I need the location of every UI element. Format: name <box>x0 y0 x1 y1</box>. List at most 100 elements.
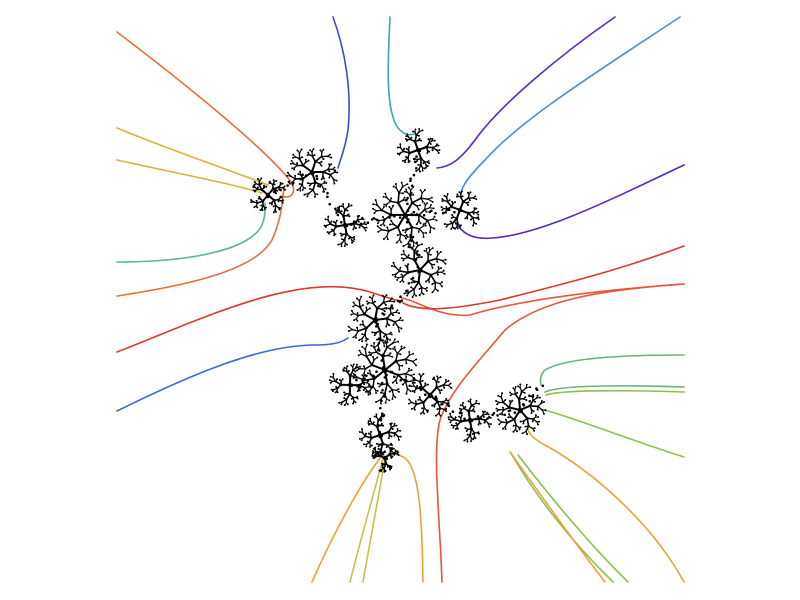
julia-dot <box>405 135 408 138</box>
julia-branch <box>396 348 402 355</box>
julia-dot <box>369 386 372 389</box>
julia-dot <box>470 440 472 442</box>
julia-dot <box>472 437 475 440</box>
julia-dot <box>467 400 470 403</box>
julia-branch <box>423 207 431 211</box>
julia-dot <box>356 369 358 372</box>
external-ray <box>349 457 384 583</box>
julia-dot <box>538 420 540 423</box>
julia-dot <box>275 211 277 213</box>
julia-dot <box>530 412 533 414</box>
julia-dot <box>437 266 440 269</box>
julia-dot <box>388 399 391 402</box>
julia-branch <box>386 317 396 323</box>
julia-dot <box>415 358 418 361</box>
julia-dot <box>350 398 353 400</box>
julia-dot <box>405 362 408 365</box>
julia-dot <box>436 408 439 411</box>
julia-dot <box>402 192 404 195</box>
julia-dot <box>447 405 450 407</box>
julia-dot <box>421 200 424 203</box>
julia-dot <box>294 174 296 177</box>
julia-dot <box>407 161 410 164</box>
julia-dot <box>427 160 430 163</box>
julia-dot <box>426 202 428 205</box>
julia-dot <box>463 439 466 442</box>
julia-dot <box>304 187 306 190</box>
julia-branch <box>378 218 386 222</box>
julia-dot <box>488 425 491 428</box>
julia-dot <box>393 454 396 456</box>
julia-dot <box>404 161 406 164</box>
julia-dot <box>422 162 425 165</box>
julia-dot <box>328 232 330 235</box>
julia-dot <box>333 221 335 223</box>
julia-dot <box>388 324 390 327</box>
julia-dot <box>292 153 295 156</box>
julia-branch <box>397 201 406 216</box>
julia-dot <box>391 355 393 358</box>
julia-dot <box>406 196 409 200</box>
julia-dot <box>472 224 474 227</box>
julia-branch <box>298 157 304 167</box>
julia-dot <box>265 206 267 209</box>
julia-dot <box>426 165 429 168</box>
julia-dot <box>467 417 473 423</box>
julia-dot <box>441 209 443 211</box>
julia-dot <box>354 374 357 376</box>
julia-dot <box>411 296 414 298</box>
julia-dot <box>445 408 447 410</box>
julia-dot <box>462 402 464 404</box>
julia-dot <box>307 182 309 185</box>
external-rays-group <box>116 16 685 583</box>
julia-dot <box>404 231 407 234</box>
julia-dot <box>393 423 396 425</box>
external-ray <box>116 285 403 353</box>
julia-dot <box>388 307 390 310</box>
julia-dot <box>509 394 512 397</box>
julia-dot <box>395 241 398 244</box>
julia-dot <box>365 339 367 342</box>
julia-dot <box>427 392 433 398</box>
julia-dot <box>384 470 387 472</box>
julia-branch <box>396 214 406 229</box>
julia-dot <box>475 207 478 210</box>
julia-dot <box>299 170 301 173</box>
julia-dot <box>358 215 361 217</box>
julia-dot <box>398 439 400 441</box>
julia-dot <box>399 143 402 146</box>
julia-dot <box>367 422 370 424</box>
external-ray <box>402 245 685 310</box>
julia-dot <box>334 207 337 211</box>
julia-dot <box>403 346 406 349</box>
julia-branch <box>357 313 366 317</box>
julia-dot <box>347 382 353 388</box>
julia-dot <box>263 184 265 187</box>
julia-dot <box>389 468 391 471</box>
julia-dot <box>389 448 392 451</box>
julia-dot <box>342 369 345 372</box>
julia-dot <box>451 410 455 414</box>
julia-dot <box>258 196 261 198</box>
julia-dot <box>322 190 325 193</box>
julia-branch <box>418 214 429 222</box>
julia-dot <box>377 448 380 450</box>
julia-dot <box>406 294 409 297</box>
julia-dot <box>409 243 411 246</box>
julia-dot <box>421 243 423 246</box>
julia-dot <box>351 241 353 244</box>
julia-dot <box>392 324 395 326</box>
julia-dot <box>421 407 423 410</box>
julia-dot <box>364 229 367 232</box>
julia-dot <box>397 454 400 456</box>
julia-dot <box>473 207 476 210</box>
julia-dot <box>474 437 477 439</box>
julia-dot <box>497 418 500 421</box>
julia-dot <box>352 240 355 243</box>
julia-dot <box>426 411 429 413</box>
julia-dot <box>272 205 275 208</box>
julia-dot <box>412 173 416 177</box>
external-ray <box>539 354 685 386</box>
julia-branch <box>380 392 386 401</box>
julia-dot <box>399 266 402 269</box>
